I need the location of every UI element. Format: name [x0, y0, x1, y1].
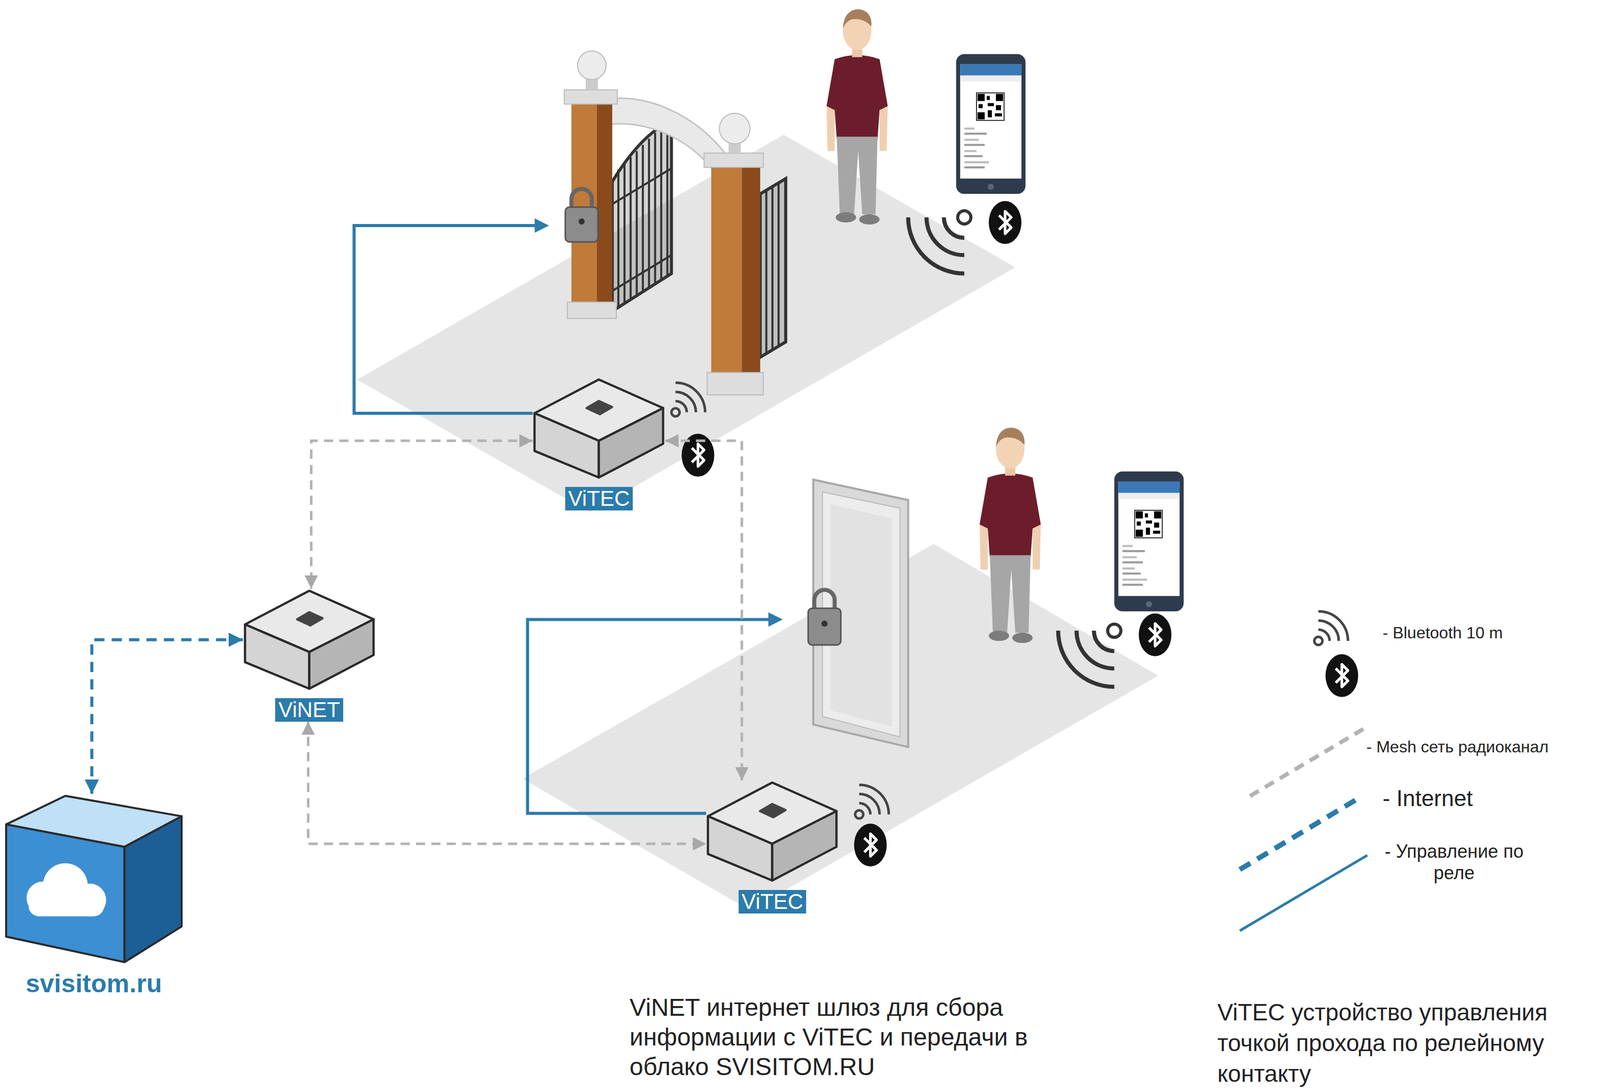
- relay-wire: [353, 225, 539, 414]
- cloud-label: svisitom.ru: [25, 969, 163, 998]
- legend-item: - Bluetooth 10 m: [1382, 623, 1503, 643]
- box-face: [760, 804, 786, 818]
- legend-item: - Управление по реле: [1382, 840, 1526, 884]
- relay-wire: [527, 619, 772, 814]
- floor-area: [357, 134, 1016, 513]
- box-face: [6, 824, 125, 963]
- legend-sample: [1314, 611, 1348, 646]
- box-face: [297, 612, 323, 626]
- padlock: [808, 608, 841, 646]
- pillar-base: [706, 372, 764, 395]
- pillar-cap: [564, 90, 618, 105]
- cloud-cube: [4, 793, 184, 966]
- legend-item: - Internet: [1382, 785, 1473, 812]
- box-face: [707, 816, 773, 881]
- pillar-cap: [703, 152, 764, 168]
- door: [808, 479, 909, 748]
- padlock: [565, 207, 598, 242]
- device-box: [532, 377, 665, 480]
- pillar: [596, 96, 613, 313]
- bluetooth-icon: [1138, 613, 1172, 657]
- legend-text: - Bluetooth 10 m: [1382, 623, 1503, 643]
- vitec-device: ViTEC: [532, 377, 665, 510]
- box-face: [308, 619, 374, 690]
- device-label: ViTEC: [738, 890, 807, 914]
- gate-bars: [612, 122, 672, 307]
- pillar-ball: [719, 113, 750, 144]
- signal-waves: [671, 382, 706, 417]
- box-face: [586, 401, 613, 415]
- pillar: [741, 158, 761, 383]
- gate-leaf: [760, 178, 786, 358]
- box-face: [772, 811, 837, 881]
- relay-arrow: [534, 218, 549, 233]
- padlock: [821, 620, 828, 627]
- pillar-ball: [577, 51, 607, 80]
- padlock: [814, 589, 835, 611]
- box-face: [124, 816, 182, 963]
- mesh-link: [310, 440, 533, 589]
- gate: [564, 51, 786, 395]
- device-box: [705, 780, 839, 883]
- bluetooth-icon: [988, 201, 1022, 244]
- gate-leaf: [612, 120, 672, 311]
- pillar: [710, 165, 742, 383]
- legend-sample: [1239, 855, 1368, 931]
- gate-bars: [766, 182, 779, 353]
- cloud-server: svisitom.ru: [4, 793, 184, 998]
- relay-arrow: [768, 612, 783, 627]
- legend-sample: [1250, 726, 1368, 797]
- legend-text: - Internet: [1382, 785, 1473, 812]
- cloud-symbol: [28, 896, 105, 917]
- legend-text: - Управление по реле: [1382, 840, 1526, 884]
- box-face: [534, 413, 599, 478]
- person-figure: [826, 9, 888, 225]
- pillar-base: [567, 302, 617, 319]
- legend-text: - Mesh сеть радиоканал: [1366, 737, 1549, 757]
- padlock: [578, 218, 585, 225]
- device-label: ViNET: [275, 698, 344, 722]
- box-face: [245, 624, 310, 690]
- caption-text: ViTEC устройство управления точкой прохо…: [1217, 996, 1565, 1090]
- legend-item: - Mesh сеть радиоканал: [1366, 737, 1549, 757]
- signal-waves: [1058, 624, 1122, 687]
- vitec-device: ViTEC: [705, 780, 839, 914]
- person-figure: [979, 427, 1041, 643]
- device-box: [242, 588, 376, 691]
- padlock: [571, 188, 592, 210]
- vinet-gateway: ViNET: [242, 588, 376, 722]
- internet-link: [92, 639, 243, 794]
- caption-text: ViNET интернет шлюз для сбора информации…: [629, 992, 1110, 1082]
- mesh-link: [665, 440, 743, 781]
- signal-waves: [907, 210, 971, 274]
- phone-icon: [956, 54, 1026, 194]
- mesh-link: [307, 721, 706, 844]
- signal-waves: [855, 784, 890, 819]
- legend-sample: [1325, 654, 1359, 698]
- device-label: ViTEC: [565, 486, 634, 511]
- bluetooth-icon: [854, 823, 887, 867]
- phone-icon: [1114, 471, 1184, 612]
- legend-sample: [1239, 798, 1358, 870]
- box-face: [598, 408, 664, 478]
